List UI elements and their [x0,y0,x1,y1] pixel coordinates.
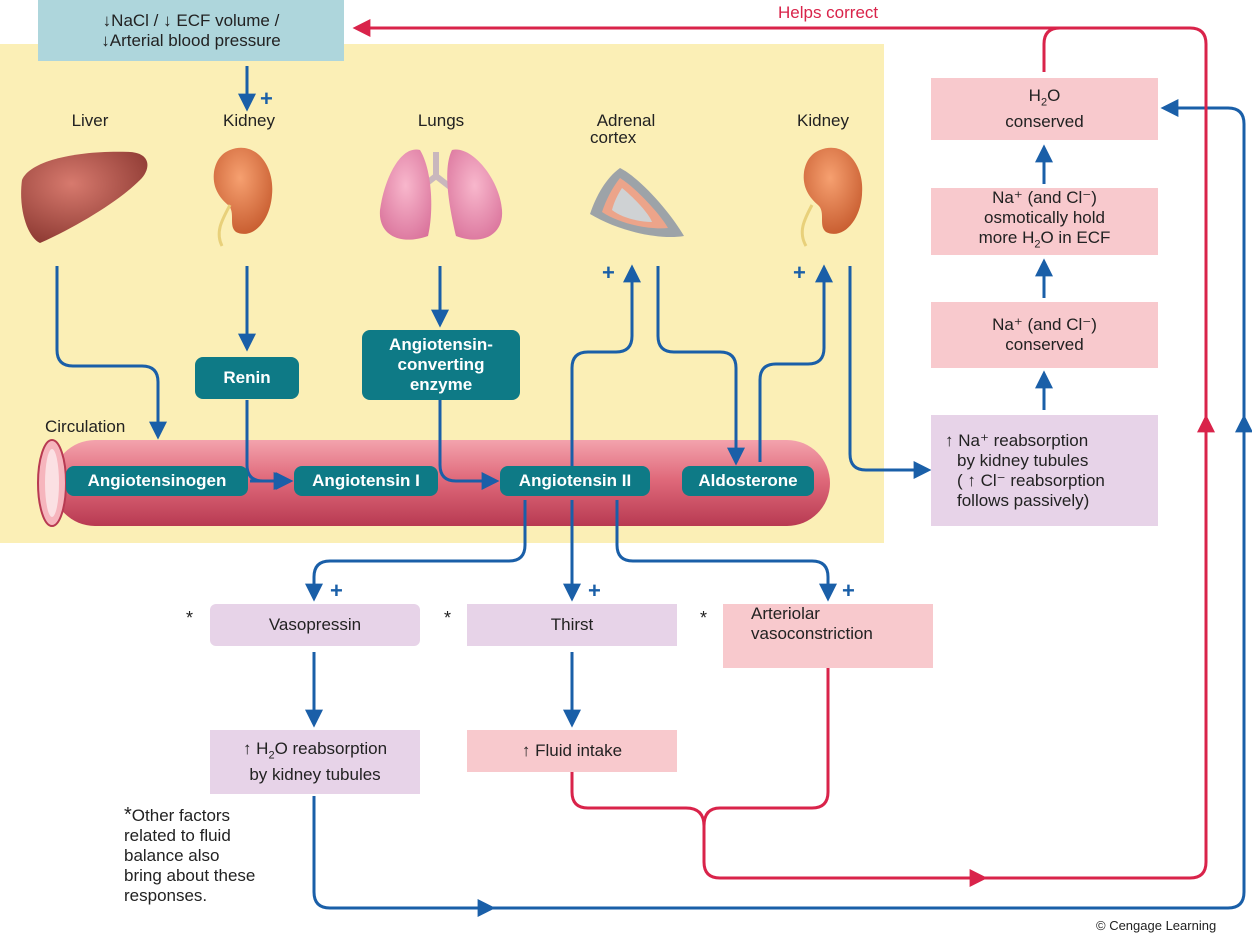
adrenal-label-line-2: cortex [590,128,637,147]
stimulus-line-1: ↓NaCl / ↓ ECF volume / [102,10,280,30]
footnote-line-2: related to fluid [124,826,231,845]
ace-box: Angiotensin- converting enzyme [362,330,520,400]
arrow-adrenal-to-aldosterone [656,266,745,466]
asterisk-vasoconstriction: * [700,608,708,628]
arrow-liver-to-angiotensinogen [55,266,167,440]
h2o-reabsorption-line-2: by kidney tubules [249,765,381,785]
osmotic-hold-box: Na⁺ (and Cl⁻) osmotically hold more H2O … [931,188,1158,255]
footnote: *Other factors related to fluid balance … [124,805,255,906]
angiotensin-2-box: Angiotensin II [500,466,650,496]
ace-line-1: Angiotensin- [389,335,493,354]
aldosterone-box: Aldosterone [682,466,814,496]
vasopressin-box: Vasopressin [210,604,420,646]
osmotic-line-1: Na⁺ (and Cl⁻) [992,188,1097,208]
kidney-right-icon [800,147,863,247]
na-conserved-line-1: Na⁺ (and Cl⁻) [992,315,1097,334]
arrow-vasoconstriction-feedback [702,668,830,827]
stimulus-line-2: ↓Arterial blood pressure [101,30,281,50]
reabsorption-line-3: ( ↑ Cl⁻ reabsorption [957,470,1105,490]
footnote-line-1: *Other factors [124,804,231,826]
renin-box: Renin [195,357,299,399]
asterisk-vasopressin: * [186,608,194,628]
h2o-conserved-line-2: conserved [1005,112,1084,132]
adrenal-label-line-1: Adrenal [596,111,656,130]
arrow-angiotensin2-to-vasoconstriction [615,500,837,602]
lungs-icon [379,149,503,240]
arrow-fluid-intake-feedback [570,26,1208,880]
plus-sign-adrenal: + [602,260,615,285]
na-conserved-line-2: conserved [1005,335,1084,354]
h2o-reabsorption-box: ↑ H2O reabsorption by kidney tubules [210,730,420,794]
asterisk-thirst: * [444,608,452,628]
h2o-conserved-box: H2O conserved [931,78,1158,140]
ace-line-2: converting [397,355,485,374]
plus-sign-kidney-right: + [793,260,806,285]
vasoconstriction-line-1: Arteriolar [751,604,820,623]
kidney-left-label: Kidney [223,111,275,130]
footnote-line-3: balance also [124,846,220,865]
osmotic-line-3: more H2O in ECF [978,228,1111,251]
arrow-angiotensin2-to-vasopressin [305,500,527,602]
plus-sign-vasopressin: + [330,578,343,603]
angiotensin-1-box: Angiotensin I [294,466,438,496]
ace-line-3: enzyme [409,375,473,394]
arrow-angiotensin2-to-adrenal [570,264,641,470]
vasoconstriction-line-2: vasoconstriction [751,624,873,643]
footnote-line-5: responses. [124,886,208,905]
fluid-intake-box: ↑ Fluid intake [467,730,677,772]
circulation-label: Circulation [45,417,126,436]
adrenal-cortex-label: Adrenal cortex [586,112,666,146]
thirst-box: Thirst [467,604,677,646]
reabsorption-line-2: by kidney tubules [957,450,1089,470]
h2o-conserved-line-1: H2O [1028,85,1061,109]
reabsorption-line-1: ↑ Na⁺ reabsorption [945,430,1089,450]
footnote-line-4: bring about these [124,866,256,885]
plus-sign-thirst: + [588,578,601,603]
plus-sign-kidney: + [260,86,273,111]
angiotensinogen-box: Angiotensinogen [66,466,248,496]
helps-correct-label: Helps correct [778,3,879,22]
vasoconstriction-box: Arteriolar vasoconstriction [723,604,933,668]
arrow-ace-to-angiotensin2 [438,400,500,490]
liver-icon [21,151,148,243]
adrenal-cortex-icon [590,168,684,238]
liver-label: Liver [71,111,109,130]
osmotic-line-2: osmotically hold [984,208,1105,228]
na-reabsorption-box: ↑ Na⁺ reabsorption by kidney tubules ( ↑… [931,415,1158,526]
arrow-renin-to-angiotensin1 [245,400,294,490]
lungs-label: Lungs [417,111,465,130]
reabsorption-line-4: follows passively) [957,490,1090,510]
arrow-h2o-reabsorption-feedback [312,99,1246,910]
kidney-left-icon [213,147,273,247]
na-conserved-box: Na⁺ (and Cl⁻) conserved [931,302,1158,368]
plus-sign-vasoconstriction: + [842,578,855,603]
h2o-reabsorption-line-1: ↑ H2O reabsorption [242,738,388,762]
arrow-kidney-to-na-reabsorption [848,266,932,479]
stimulus-box: ↓NaCl / ↓ ECF volume / ↓Arterial blood p… [38,0,344,61]
kidney-right-label: Kidney [797,111,849,130]
copyright-label: © Cengage Learning [1096,918,1217,933]
arrow-aldosterone-to-kidney [758,264,833,462]
